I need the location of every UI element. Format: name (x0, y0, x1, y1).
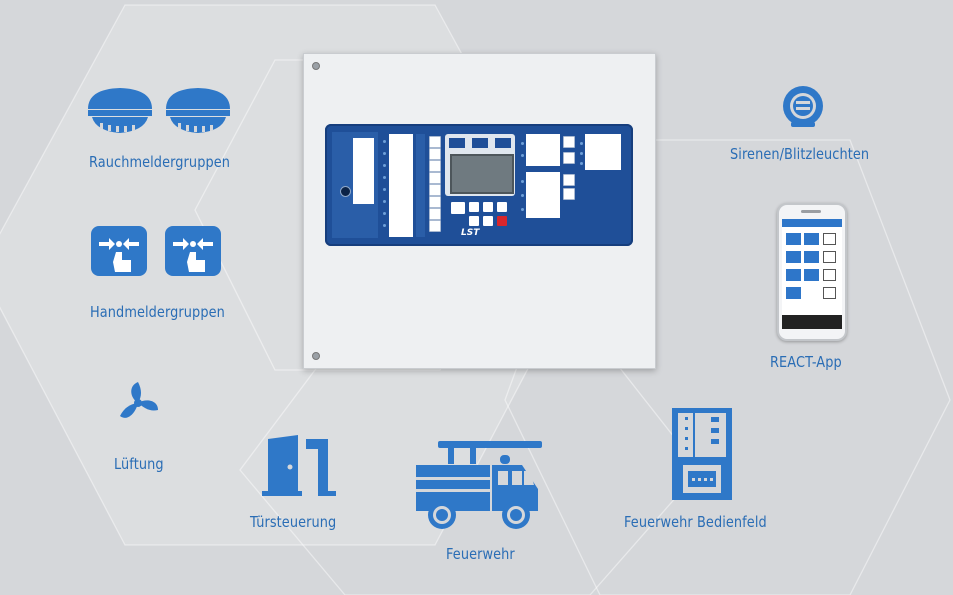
status-button[interactable] (563, 174, 575, 186)
screw-icon (312, 62, 320, 70)
ventilation-label: Lüftung (114, 455, 164, 473)
status-list (526, 134, 560, 166)
arrow-left-button[interactable] (469, 216, 479, 226)
keypad-button[interactable] (451, 202, 465, 214)
lcd-screen (450, 154, 514, 194)
brand-logo: LST (461, 228, 480, 238)
control-front-panel: LST (325, 124, 633, 246)
manual-call-point-icon (91, 226, 221, 276)
status-list (526, 172, 560, 218)
fire-brigade-label: Feuerwehr (446, 545, 515, 563)
door-control-label: Türsteuerung (250, 513, 337, 531)
fire-truck-icon (416, 441, 542, 529)
siren-icon (783, 86, 823, 127)
enter-button[interactable] (497, 202, 507, 212)
zone-button[interactable] (429, 208, 441, 220)
fire-brigade-panel-icon (672, 408, 732, 500)
fire-alarm-control-panel: LST (303, 53, 656, 369)
door-icon (262, 435, 336, 496)
screw-icon (312, 352, 320, 360)
zone-button[interactable] (429, 136, 441, 148)
zone-button[interactable] (429, 148, 441, 160)
siren-strobe-label: Sirenen/Blitzleuchten (730, 145, 870, 163)
smoke-detector-icon (88, 88, 230, 133)
fan-icon (120, 382, 158, 418)
zone-button[interactable] (429, 196, 441, 208)
zone-button[interactable] (429, 172, 441, 184)
status-button[interactable] (563, 152, 575, 164)
manual-call-point-groups-label: Handmeldergruppen (90, 303, 225, 321)
key-switch-area (332, 132, 378, 238)
smoke-detector-groups-label: Rauchmeldergruppen (89, 153, 231, 171)
zone-button[interactable] (429, 184, 441, 196)
status-button[interactable] (563, 188, 575, 200)
smartphone-icon (777, 203, 847, 341)
status-button[interactable] (563, 136, 575, 148)
reset-button[interactable] (497, 216, 507, 226)
zone-button[interactable] (429, 160, 441, 172)
fire-brigade-panel-label: Feuerwehr Bedienfeld (624, 513, 767, 531)
zone-group-list (389, 134, 413, 237)
react-app-label: REACT-App (770, 353, 842, 371)
lcd-display-module (445, 134, 515, 196)
arrow-down-button[interactable] (483, 216, 493, 226)
status-list (585, 134, 621, 170)
arrow-up-button[interactable] (469, 202, 479, 212)
esc-button[interactable] (483, 202, 493, 212)
zone-button[interactable] (429, 220, 441, 232)
key-switch[interactable] (340, 186, 351, 197)
